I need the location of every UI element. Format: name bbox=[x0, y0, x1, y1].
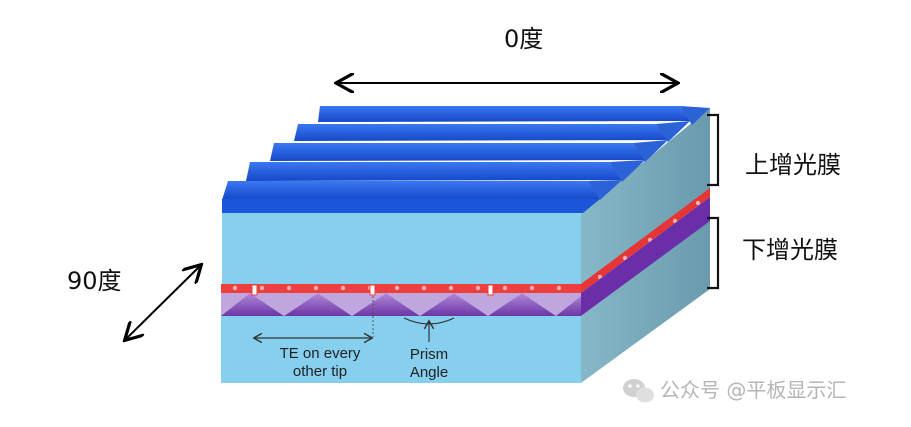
upper-film-bracket bbox=[707, 113, 720, 187]
upper-film bbox=[222, 106, 710, 287]
prism-end bbox=[610, 160, 645, 182]
adhesive-front bbox=[221, 284, 581, 293]
prism-ridge bbox=[294, 124, 668, 141]
ninety-degree-arrow bbox=[126, 266, 200, 339]
prism-ridge bbox=[270, 143, 645, 161]
adhesive-side bbox=[581, 188, 710, 293]
lower-prism-front bbox=[221, 293, 581, 316]
angle-top-label: 0度 bbox=[504, 25, 543, 53]
lower-film-bracket bbox=[707, 216, 720, 290]
lower-prism-fill bbox=[221, 293, 581, 316]
prism-angle-label-line1: Prism bbox=[410, 346, 448, 363]
lower-prism-side bbox=[581, 197, 710, 316]
upper-film-side bbox=[581, 108, 710, 287]
lower-film-side bbox=[581, 220, 710, 383]
prism-ridge bbox=[318, 106, 690, 122]
wechat-icon bbox=[623, 379, 654, 403]
angle-left-label: 90度 bbox=[67, 267, 122, 295]
te-label-line1: TE on every bbox=[280, 345, 361, 362]
lower-film-label: 下增光膜 bbox=[742, 236, 838, 264]
lower-film bbox=[221, 197, 710, 383]
adhesive-layer bbox=[221, 188, 710, 293]
upper-film-label: 上增光膜 bbox=[745, 151, 841, 179]
prism-end bbox=[633, 140, 668, 162]
prism-front-band bbox=[222, 199, 600, 213]
upper-film-front bbox=[222, 213, 581, 287]
lower-film-front bbox=[221, 316, 581, 383]
prism-end bbox=[588, 180, 622, 200]
watermark: 公众号 @平板显示汇 bbox=[623, 378, 846, 403]
upper-prism-ridges bbox=[222, 106, 710, 213]
prism-end bbox=[656, 121, 690, 142]
prism-end bbox=[680, 106, 710, 125]
prism-ridge bbox=[222, 181, 600, 200]
prism-angle-label-line2: Angle bbox=[410, 364, 448, 381]
prism-ridge bbox=[246, 162, 622, 181]
prism-angle-indicator bbox=[403, 317, 455, 342]
te-label-line2: other tip bbox=[293, 363, 347, 380]
watermark-text: 公众号 @平板显示汇 bbox=[660, 378, 846, 402]
te-markers bbox=[251, 284, 494, 338]
